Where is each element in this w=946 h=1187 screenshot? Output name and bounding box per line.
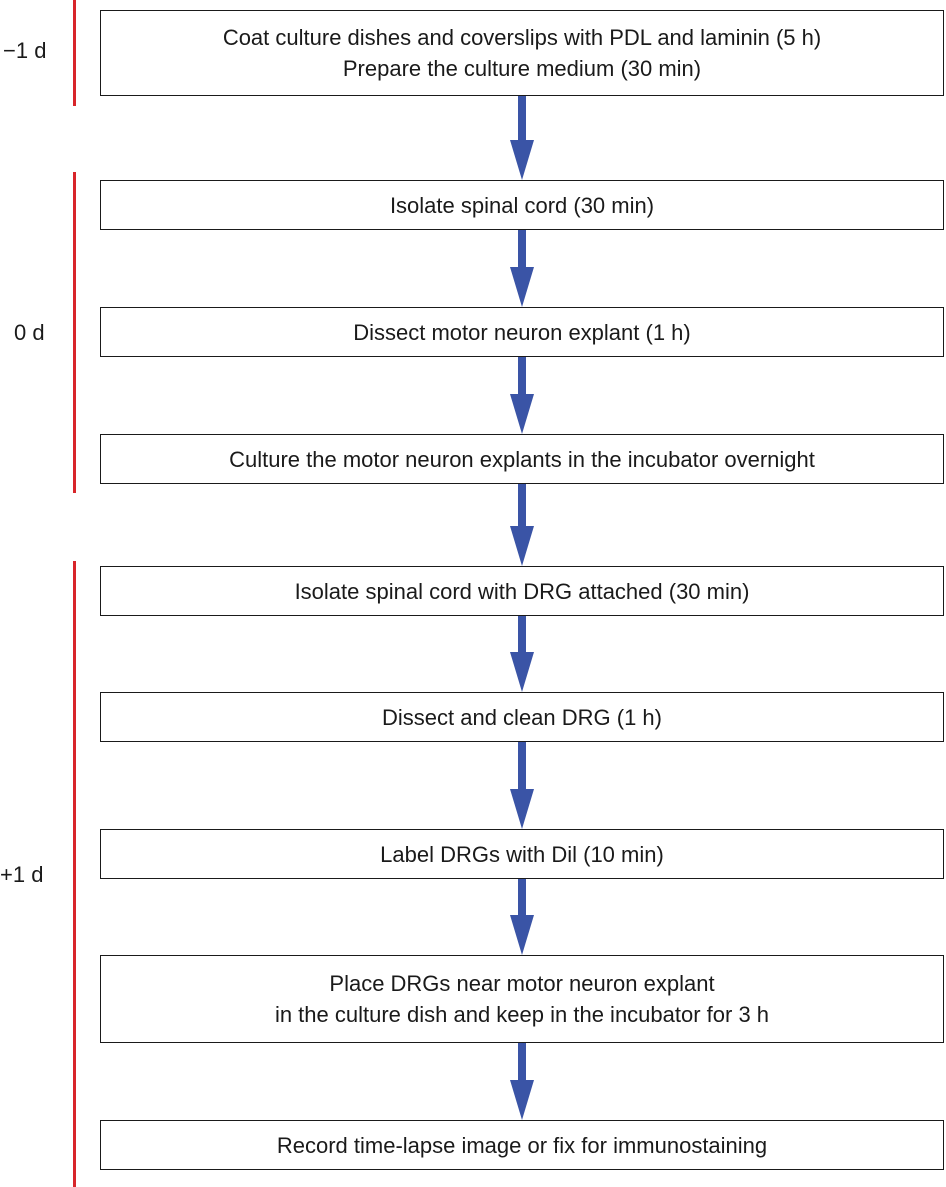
step-record-or-fix: Record time-lapse image or fix for immun…: [100, 1120, 944, 1170]
arrow-head: [510, 140, 534, 180]
arrow-shaft: [518, 230, 526, 269]
arrow-shaft: [518, 616, 526, 654]
flow-arrow: [507, 616, 537, 692]
arrow-shape: [510, 1043, 534, 1120]
step-line: Record time-lapse image or fix for immun…: [276, 1132, 768, 1158]
arrow-shaft: [518, 1043, 526, 1082]
phase-bar-plus-1d: [73, 561, 76, 1187]
step-dissect-motor-neuron-explant: Dissect motor neuron explant (1 h): [100, 307, 944, 357]
phase-bar-0d: [73, 172, 76, 493]
arrow-shape: [510, 96, 534, 180]
step-line: Label DRGs with Dil (10 min): [380, 841, 664, 867]
flow-arrow: [507, 230, 537, 307]
flow-arrow: [507, 484, 537, 566]
step-line: Dissect motor neuron explant (1 h): [353, 319, 691, 345]
flow-arrow: [507, 742, 537, 829]
arrow-shape: [510, 484, 534, 566]
arrow-head: [510, 394, 534, 434]
step-line: Place DRGs near motor neuron explant: [329, 971, 715, 996]
step-isolate-spinal-cord-with-drg: Isolate spinal cord with DRG attached (3…: [100, 566, 944, 616]
arrow-shaft: [518, 742, 526, 791]
step-line: Coat culture dishes and coverslips with …: [222, 25, 822, 50]
step-dissect-and-clean-drg: Dissect and clean DRG (1 h): [100, 692, 944, 742]
phase-label-minus-1d: −1 d: [3, 38, 47, 63]
arrow-head: [510, 526, 534, 566]
step-isolate-spinal-cord: Isolate spinal cord (30 min): [100, 180, 944, 230]
step-line: Dissect and clean DRG (1 h): [382, 704, 662, 730]
step-line: Culture the motor neuron explants in the…: [229, 446, 815, 472]
step-line: in the culture dish and keep in the incu…: [274, 1002, 770, 1027]
arrow-shaft: [518, 484, 526, 528]
arrow-head: [510, 1080, 534, 1120]
arrow-shaft: [518, 879, 526, 917]
flow-arrow: [507, 1043, 537, 1120]
phase-bar-minus-1d: [73, 0, 76, 106]
flow-arrow: [507, 96, 537, 180]
arrow-shaft: [518, 357, 526, 396]
arrow-shape: [510, 357, 534, 434]
step-line: Isolate spinal cord (30 min): [389, 192, 655, 218]
step-coat-and-prepare: Coat culture dishes and coverslips with …: [100, 10, 944, 96]
arrow-head: [510, 789, 534, 829]
arrow-head: [510, 915, 534, 955]
step-label-drgs: Label DRGs with Dil (10 min): [100, 829, 944, 879]
flow-arrow: [507, 357, 537, 434]
arrow-shape: [510, 879, 534, 955]
arrow-shape: [510, 616, 534, 692]
phase-label-plus-1d: +1 d: [0, 862, 44, 887]
arrow-shaft: [518, 96, 526, 142]
phase-label-0d: 0 d: [14, 320, 45, 345]
step-line: Prepare the culture medium (30 min): [342, 56, 702, 81]
flow-arrow: [507, 879, 537, 955]
step-place-drgs: Place DRGs near motor neuron explant in …: [100, 955, 944, 1043]
arrow-head: [510, 267, 534, 307]
arrow-shape: [510, 230, 534, 307]
arrow-shape: [510, 742, 534, 829]
step-culture-overnight: Culture the motor neuron explants in the…: [100, 434, 944, 484]
arrow-head: [510, 652, 534, 692]
step-line: Isolate spinal cord with DRG attached (3…: [294, 578, 750, 604]
